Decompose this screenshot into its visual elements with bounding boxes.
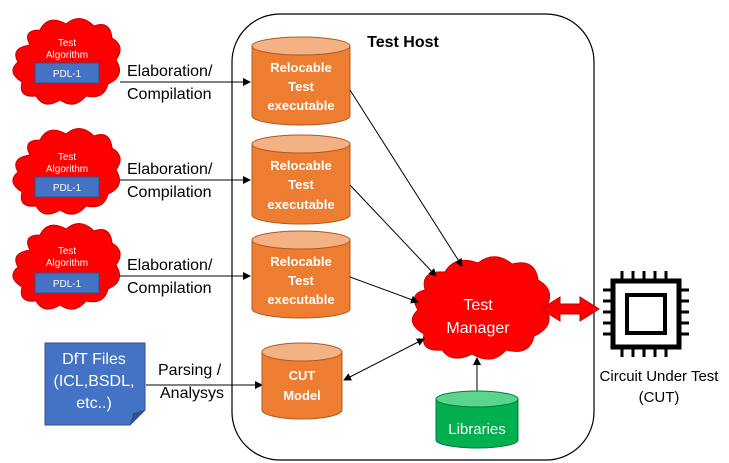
libraries-label: Libraries (448, 421, 506, 438)
cut-label-line2: (CUT) (639, 389, 680, 406)
cut-model-cylinder: CUT Model (261, 342, 343, 420)
test-host-title: Test Host (367, 34, 439, 51)
pdl-box (34, 176, 100, 198)
executable-line3: executable (267, 292, 334, 307)
test-algorithm-cloud-3: Test Algorithm PDL-1 (12, 223, 121, 310)
algorithm-title-line1: Test (58, 38, 77, 49)
elaboration-label-3: Elaboration/ (127, 257, 213, 274)
pdl-box (34, 62, 100, 84)
pdl-box (34, 272, 100, 294)
elaboration-label-2: Elaboration/ (127, 161, 213, 178)
relocable-executable-2: Relocable Test executable (251, 134, 351, 225)
cut-model-line2: Model (283, 388, 321, 403)
algorithm-title-line2: Algorithm (46, 258, 88, 269)
arrow-exec2-to-manager (349, 184, 437, 277)
executable-line1: Relocable (270, 254, 331, 269)
test-algorithm-cloud-2: Test Algorithm PDL-1 (12, 128, 121, 215)
dft-line1: DfT Files (62, 351, 126, 368)
compilation-label-2: Compilation (127, 184, 211, 201)
pdl-label: PDL-1 (53, 183, 82, 194)
elaboration-label-1: Elaboration/ (127, 63, 213, 80)
executable-line3: executable (267, 98, 334, 113)
parsing-label: Parsing / (158, 362, 222, 379)
test-manager-line1: Test (463, 297, 493, 314)
algorithm-title-line2: Algorithm (46, 164, 88, 175)
cut-model-line1: CUT (289, 368, 316, 383)
pdl-label: PDL-1 (53, 279, 82, 290)
pdl-label: PDL-1 (53, 69, 82, 80)
dft-files-document: DfT Files (ICL,BSDL, etc..) (44, 342, 146, 426)
dft-line2: (ICL,BSDL, (54, 373, 135, 390)
executable-line2: Test (288, 273, 314, 288)
executable-line1: Relocable (270, 60, 331, 75)
executable-line3: executable (267, 197, 334, 212)
chip-icon (603, 271, 689, 357)
arrow-exec1-to-manager (349, 89, 463, 267)
test-manager-cloud: Test Manager (411, 256, 551, 360)
executable-line2: Test (288, 79, 314, 94)
analysis-label: Analysys (160, 385, 224, 402)
cut-double-arrow (540, 296, 600, 322)
arrow-exec3-to-manager (349, 276, 419, 304)
compilation-label-3: Compilation (127, 280, 211, 297)
algorithm-title-line1: Test (58, 246, 77, 257)
dft-line3: etc..) (76, 395, 112, 412)
algorithm-title-line2: Algorithm (46, 50, 88, 61)
compilation-label-1: Compilation (127, 86, 211, 103)
cut-label-line1: Circuit Under Test (600, 368, 720, 385)
algorithm-title-line1: Test (58, 152, 77, 163)
test-algorithm-cloud-1: Test Algorithm PDL-1 (12, 18, 121, 105)
relocable-executable-1: Relocable Test executable (251, 36, 351, 126)
libraries-cylinder: Libraries (435, 390, 519, 449)
relocable-executable-3: Relocable Test executable (251, 230, 351, 319)
executable-line1: Relocable (270, 158, 331, 173)
arrow-cutmodel-manager (343, 338, 425, 381)
test-manager-line2: Manager (446, 320, 510, 337)
executable-line2: Test (288, 177, 314, 192)
